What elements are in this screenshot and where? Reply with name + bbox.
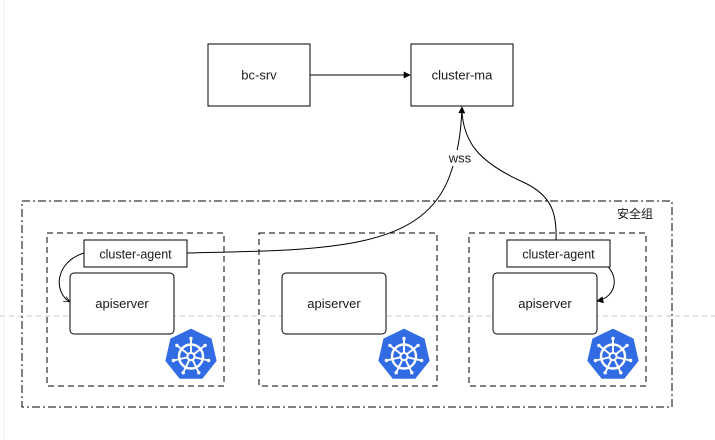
cluster-node-1 — [46, 232, 225, 387]
cluster-node-3 — [468, 232, 647, 387]
cluster-agent-node-1[interactable]: cluster-agent — [83, 239, 188, 268]
wss-label: wss — [448, 151, 472, 166]
kubernetes-icon-2 — [376, 326, 432, 381]
cluster-node-2 — [258, 232, 438, 387]
apiserver-node-3[interactable]: apiserver — [492, 272, 598, 335]
agent-1-to-cluster-ma-edge — [186, 106, 466, 254]
apiserver-node-1[interactable]: apiserver — [69, 272, 175, 335]
bc-srv-label: bc-srv — [241, 68, 277, 83]
agent-1-to-apiserver-edge — [58, 252, 85, 302]
kubernetes-icon-3 — [585, 326, 641, 381]
apiserver-label-3: apiserver — [518, 296, 572, 311]
wss-label-bg — [446, 150, 474, 166]
cluster-ma-label: cluster-ma — [432, 68, 493, 83]
apiserver-label-2: apiserver — [307, 296, 361, 311]
security-group-boundary — [21, 200, 673, 408]
apiserver-node-2[interactable]: apiserver — [281, 272, 387, 335]
cluster-agent-label-3: cluster-agent — [522, 248, 595, 262]
agent-3-to-apiserver-edge — [596, 262, 615, 304]
apiserver-label-1: apiserver — [95, 296, 149, 311]
cluster-agent-node-3[interactable]: cluster-agent — [506, 239, 611, 268]
bc-srv-node[interactable]: bc-srv — [207, 43, 311, 107]
cluster-ma-node[interactable]: cluster-ma — [410, 43, 514, 107]
kubernetes-icon-1 — [163, 326, 219, 381]
agent-3-to-cluster-ma-edge — [461, 111, 557, 241]
cluster-agent-label-1: cluster-agent — [99, 248, 172, 262]
security-group-label: 安全组 — [617, 206, 653, 221]
